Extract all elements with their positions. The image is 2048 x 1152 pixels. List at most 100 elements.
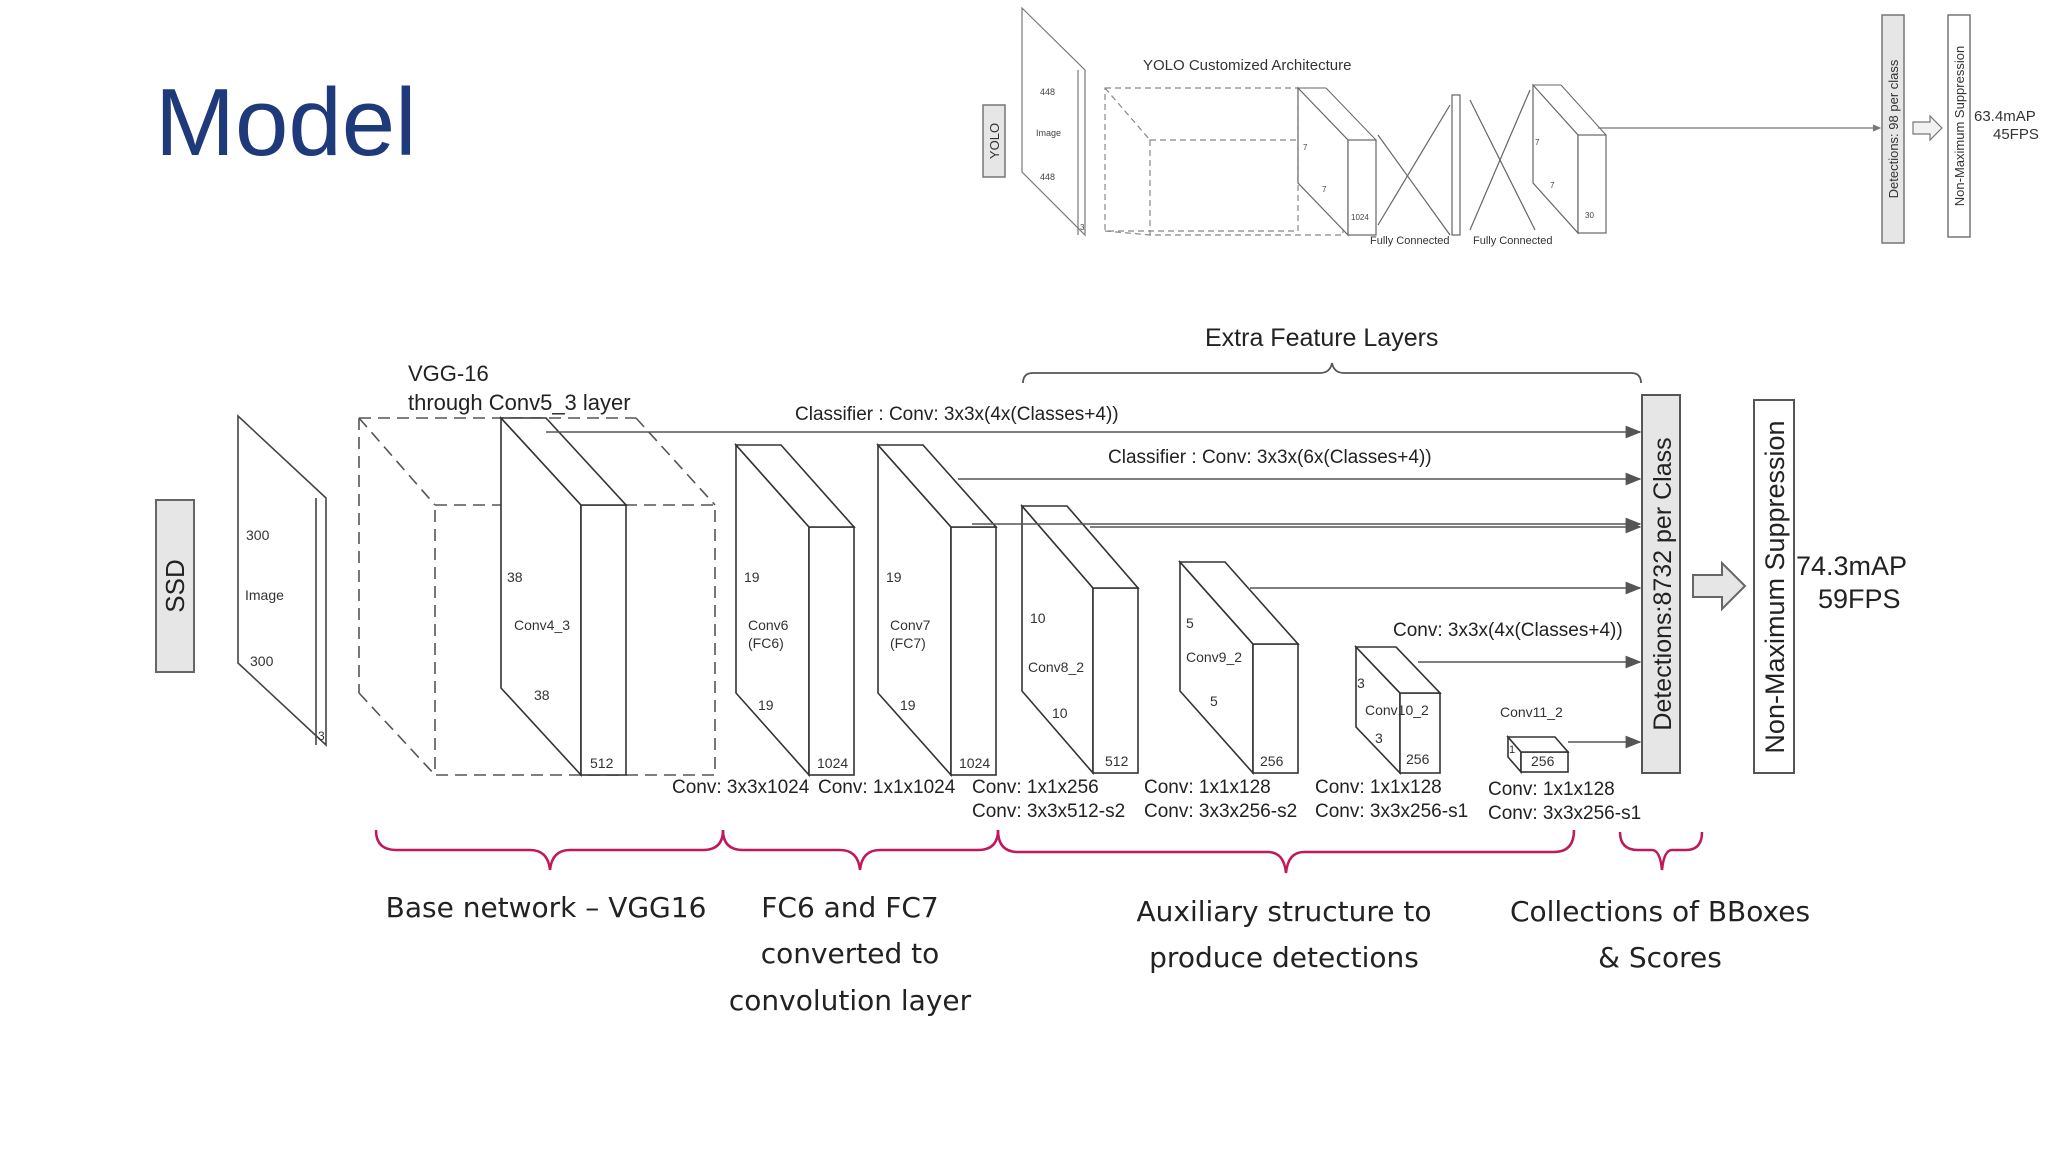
ssd-conv4-3-name: Conv4_3 bbox=[514, 617, 570, 633]
ssd-nms-arrow bbox=[1692, 560, 1747, 612]
ssd-image-name: Image bbox=[245, 587, 284, 603]
ssd-conv6-name2: (FC6) bbox=[748, 635, 784, 651]
ssd-conv4-3-d2: 38 bbox=[534, 687, 550, 703]
annotation-text: Base network – VGG16 FC6 and FC7 convert… bbox=[386, 891, 1810, 1017]
yolo-output-d2: 7 bbox=[1550, 181, 1555, 190]
ssd-conv6-name1: Conv6 bbox=[748, 617, 789, 633]
yolo-detections-label: Detections: 98 per class bbox=[1886, 59, 1901, 198]
ssd-conv9-2-name: Conv9_2 bbox=[1186, 649, 1242, 665]
extra-feature-brace bbox=[1022, 362, 1642, 384]
ssd-conv8-2-op2: Conv: 3x3x512-s2 bbox=[972, 801, 1125, 822]
yolo-fc2-label: Fully Connected bbox=[1473, 235, 1553, 247]
ssd-conv7-block bbox=[876, 442, 998, 778]
ssd-conv10-2-d2: 3 bbox=[1375, 730, 1383, 746]
ssd-conv9-2-op1: Conv: 1x1x128 bbox=[1144, 777, 1271, 798]
ssd-conv11-2-channels: 256 bbox=[1531, 753, 1555, 769]
yolo-nms-box bbox=[1947, 14, 1971, 238]
yolo-map: 63.4mAP bbox=[1974, 108, 2036, 125]
brace-fc bbox=[721, 829, 1000, 871]
extra-feature-label: Extra Feature Layers bbox=[1205, 324, 1438, 352]
ssd-conv10-2-block bbox=[1354, 645, 1442, 775]
yolo-fc1-label: Fully Connected bbox=[1370, 235, 1450, 247]
yolo-nms-label: Non-Maximum Suppression bbox=[1952, 46, 1967, 206]
ssd-image-slab bbox=[237, 414, 327, 747]
ssd-conv11-2-op1: Conv: 1x1x128 bbox=[1488, 779, 1615, 800]
ssd-conv9-2-channels: 256 bbox=[1260, 753, 1284, 769]
brace-aux bbox=[996, 829, 1576, 874]
yolo-output-block bbox=[1532, 83, 1579, 235]
yolo-fc2-connection bbox=[1469, 89, 1536, 231]
ssd-conv10-2-channels: 256 bbox=[1406, 751, 1430, 767]
yolo-side-box bbox=[982, 104, 1006, 178]
ssd-conv6-d2: 19 bbox=[758, 697, 774, 713]
ssd-map: 74.3mAP bbox=[1796, 551, 1907, 581]
ssd-conv10-2-d1: 3 bbox=[1357, 675, 1365, 691]
yolo-input-d1: 448 bbox=[1040, 87, 1055, 97]
annotation-base-network: Base network – VGG16 bbox=[386, 891, 707, 924]
ssd-conv8-2-d1: 10 bbox=[1030, 610, 1046, 626]
ssd-detections-label: Detections:8732 per Class bbox=[1649, 437, 1677, 730]
ssd-conv6-op: Conv: 3x3x1024 bbox=[672, 777, 810, 798]
classifier-arrows bbox=[546, 425, 1642, 749]
ssd-conv4-3-channels: 512 bbox=[590, 755, 614, 771]
yolo-input-d2: 448 bbox=[1040, 172, 1055, 182]
yolo-block bbox=[1297, 86, 1349, 237]
annotation-aux-line2: produce detections bbox=[1149, 941, 1419, 974]
yolo-nms-arrow bbox=[1912, 114, 1943, 142]
ssd-side-box bbox=[155, 499, 195, 673]
yolo-block-d1: 7 bbox=[1303, 143, 1308, 152]
ssd-vgg-label-line1: VGG-16 bbox=[408, 361, 489, 386]
ssd-conv6-block bbox=[734, 442, 856, 778]
ssd-side-label: SSD bbox=[160, 559, 190, 612]
ssd-image-d1: 300 bbox=[246, 527, 270, 543]
yolo-input-name: Image bbox=[1036, 128, 1061, 138]
ssd-conv4-3-d1: 38 bbox=[507, 569, 523, 585]
yolo-detections-box bbox=[1881, 14, 1905, 244]
brace-collections bbox=[1618, 831, 1704, 871]
yolo-side-label: YOLO bbox=[987, 123, 1002, 159]
yolo-diagram: YOLO 448 Image 448 3 YOLO Customized Arc… bbox=[982, 6, 2039, 247]
ssd-conv11-2-name: Conv11_2 bbox=[1500, 704, 1563, 720]
ssd-nms-box bbox=[1753, 399, 1795, 774]
ssd-conv7-d1: 19 bbox=[886, 569, 902, 585]
ssd-nms-label: Non-Maximum Suppression bbox=[1760, 420, 1790, 753]
ssd-diagram: SSD 300 Image 300 3 VGG-16 through Conv5… bbox=[155, 324, 1907, 824]
ssd-conv9-2-d2: 5 bbox=[1210, 693, 1218, 709]
ssd-conv11-2-d1: 1 bbox=[1509, 744, 1515, 756]
annotation-coll-line2: & Scores bbox=[1598, 941, 1722, 974]
ssd-conv7-channels: 1024 bbox=[959, 755, 990, 771]
ssd-conv9-2-d1: 5 bbox=[1186, 615, 1194, 631]
ssd-conv10-2-op2: Conv: 3x3x256-s1 bbox=[1315, 801, 1468, 822]
ssd-detections-box bbox=[1641, 394, 1681, 774]
yolo-input-slab bbox=[1021, 6, 1086, 237]
ssd-conv6-d1: 19 bbox=[744, 569, 760, 585]
yolo-block-d2: 7 bbox=[1322, 185, 1327, 194]
annotation-braces bbox=[374, 829, 1704, 874]
ssd-image-channels: 3 bbox=[318, 729, 325, 743]
ssd-conv7-op: Conv: 1x1x1024 bbox=[818, 777, 956, 798]
yolo-block-channels: 1024 bbox=[1351, 213, 1369, 222]
classifier-label-3: Conv: 3x3x(4x(Classes+4)) bbox=[1393, 620, 1623, 641]
annotation-fc-line3: convolution layer bbox=[729, 984, 972, 1017]
yolo-output-channels: 30 bbox=[1585, 211, 1594, 220]
ssd-conv10-2-op1: Conv: 1x1x128 bbox=[1315, 777, 1442, 798]
slide-title: Model bbox=[155, 69, 417, 176]
yolo-output-d1: 7 bbox=[1535, 138, 1540, 147]
annotation-fc-line2: converted to bbox=[761, 937, 940, 970]
ssd-conv4-3-block bbox=[499, 415, 628, 778]
classifier-label-1: Classifier : Conv: 3x3x(4x(Classes+4)) bbox=[795, 404, 1119, 425]
ssd-conv6-channels: 1024 bbox=[817, 755, 848, 771]
ssd-conv9-2-op2: Conv: 3x3x256-s2 bbox=[1144, 801, 1297, 822]
ssd-vgg-label-line2: through Conv5_3 layer bbox=[408, 390, 631, 415]
ssd-conv8-2-d2: 10 bbox=[1052, 705, 1068, 721]
ssd-conv9-2-block bbox=[1178, 559, 1300, 776]
ssd-conv7-d2: 19 bbox=[900, 697, 916, 713]
ssd-conv11-2-block bbox=[1506, 734, 1570, 775]
ssd-conv7-name2: (FC7) bbox=[890, 635, 926, 651]
ssd-fps: 59FPS bbox=[1818, 584, 1901, 614]
annotation-fc-line1: FC6 and FC7 bbox=[761, 891, 938, 924]
yolo-fc-bar bbox=[1451, 94, 1461, 236]
annotation-coll-line1: Collections of BBoxes bbox=[1510, 895, 1810, 928]
classifier-label-2: Classifier : Conv: 3x3x(6x(Classes+4)) bbox=[1108, 447, 1432, 468]
